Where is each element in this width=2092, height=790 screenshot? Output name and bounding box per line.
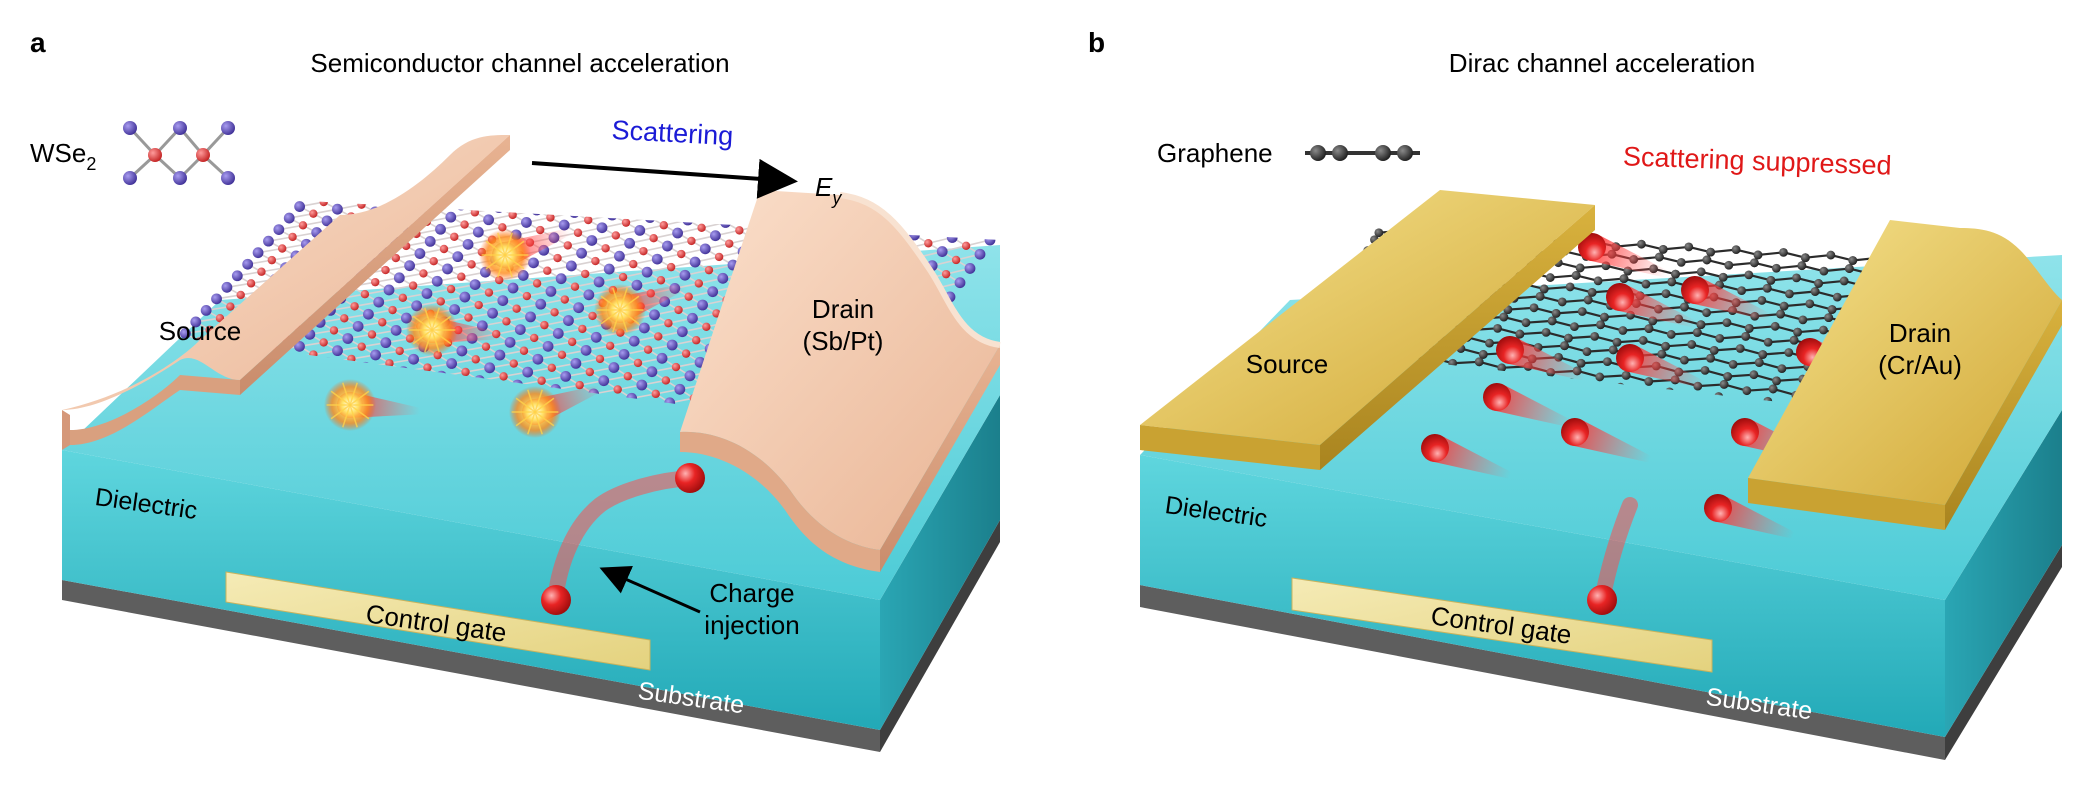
wse2-legend: WSe2 (30, 121, 235, 185)
wse2-subscript: 2 (86, 154, 96, 174)
charge-injection-label-line1: Charge (709, 578, 794, 608)
scattering-suppressed-label: Scattering suppressed (1623, 141, 1893, 180)
svg-text:WSe2: WSe2 (30, 138, 96, 174)
graphene-legend: Graphene (1157, 138, 1420, 168)
panel-b-title: Dirac channel acceleration (1449, 48, 1755, 78)
drain-label-a-line1: Drain (812, 294, 874, 324)
wse2-molecule-icon (123, 121, 235, 185)
panel-a: a Semiconductor channel acceleration Con… (30, 27, 1000, 752)
source-label-b: Source (1246, 349, 1328, 379)
wse2-label: WSe (30, 138, 86, 168)
graphene-label: Graphene (1157, 138, 1273, 168)
graphene-molecule-icon (1305, 145, 1420, 161)
panel-b-letter: b (1088, 27, 1105, 58)
injected-electron-b (1587, 585, 1617, 615)
panel-b: b Dirac channel acceleration Control gat… (1088, 27, 2062, 760)
panel-a-letter: a (30, 27, 46, 58)
scattering-spark (479, 229, 531, 281)
scattering-spark (324, 379, 376, 431)
drain-label-a-line2: (Sb/Pt) (803, 326, 884, 356)
source-label-a: Source (159, 316, 241, 346)
drain-label-b-line1: Drain (1889, 318, 1951, 348)
panel-a-title: Semiconductor channel acceleration (310, 48, 729, 78)
field-label: E (815, 172, 833, 202)
scattering-spark (509, 386, 561, 438)
scattering-label-a: Scattering (611, 115, 734, 151)
charge-injection-label-line2: injection (704, 610, 799, 640)
field-subscript: y (830, 188, 842, 208)
injected-electron-top (675, 463, 705, 493)
scattering-spark (594, 284, 646, 336)
drain-label-b-line2: (Cr/Au) (1878, 350, 1962, 380)
field-arrow (532, 163, 790, 181)
scattering-spark (406, 304, 458, 356)
injected-electron (541, 585, 571, 615)
